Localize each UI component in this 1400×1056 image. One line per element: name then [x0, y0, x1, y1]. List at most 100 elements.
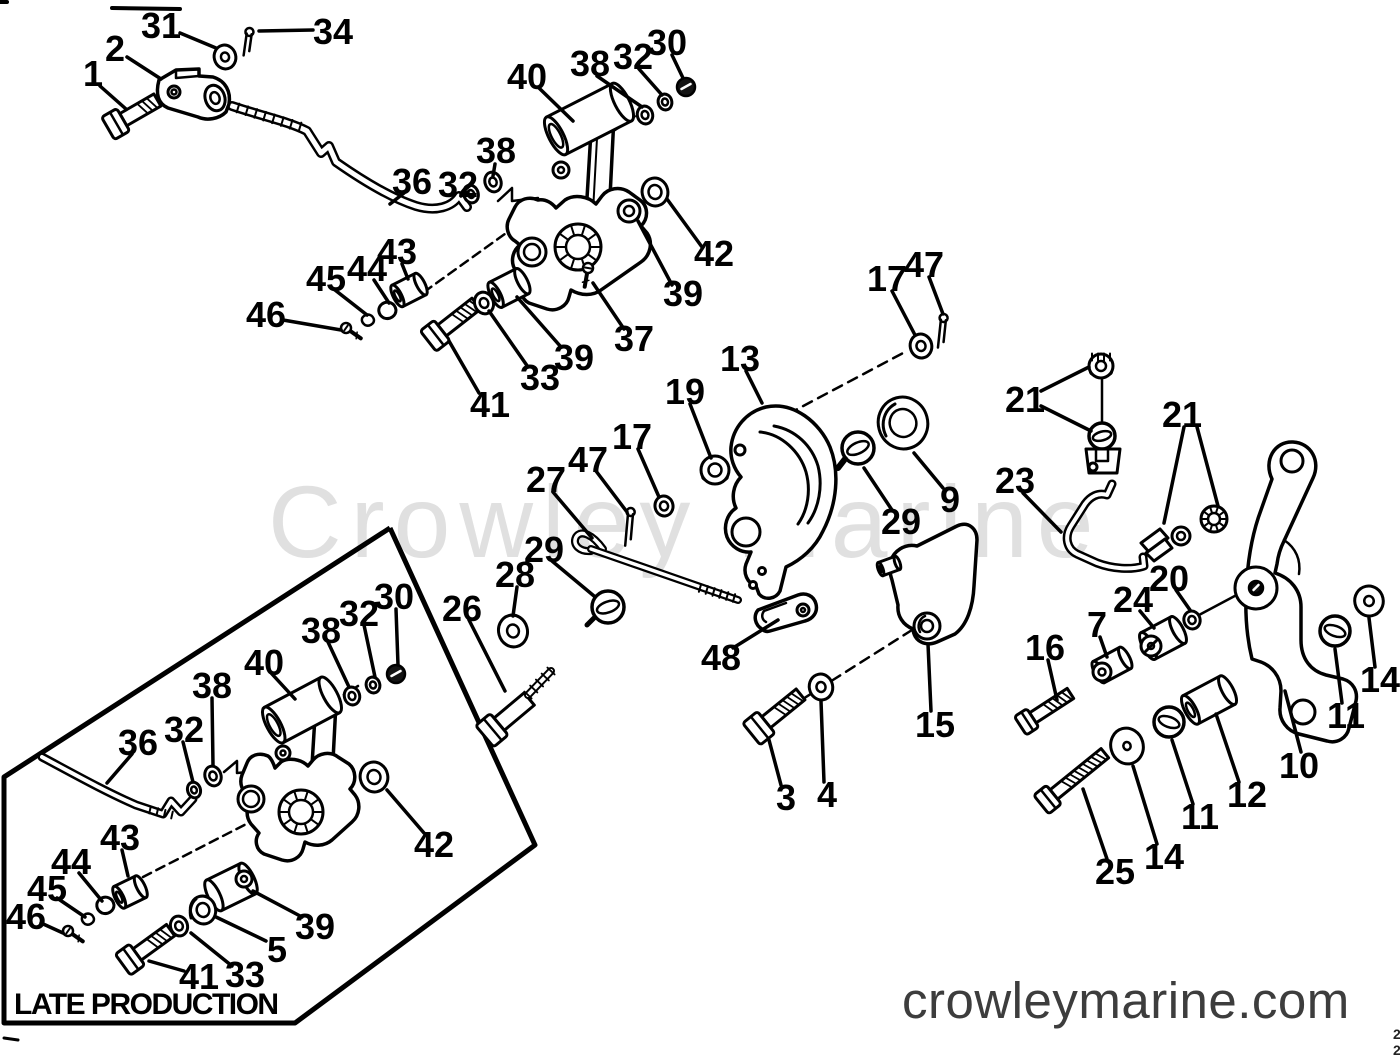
part-label-48: 48	[701, 618, 780, 678]
leader-line	[120, 848, 130, 878]
leader-line	[1138, 609, 1156, 630]
part-label-34: 34	[257, 11, 353, 52]
part-label-13: 13	[720, 338, 764, 405]
bracket-15	[887, 522, 979, 646]
part-label-28: 28	[495, 554, 535, 618]
washer-33	[168, 914, 190, 938]
part-number-4: 4	[817, 774, 837, 815]
hub-center	[1249, 581, 1263, 595]
ball-joint-29	[840, 430, 876, 466]
part-number-2: 2	[105, 28, 125, 69]
splined-bore	[277, 788, 325, 836]
part-label-7: 7	[1087, 604, 1109, 659]
leader-line	[77, 871, 104, 903]
part-label-27: 27	[526, 459, 594, 540]
leader-line	[594, 469, 629, 514]
block-bore	[203, 83, 227, 113]
bushing-face	[234, 869, 254, 889]
part-label-26: 26	[442, 588, 507, 693]
part-label-20: 20	[1149, 558, 1192, 612]
part-number-42: 42	[694, 233, 734, 274]
washer-38	[635, 104, 655, 126]
part-label-3: 3	[767, 738, 796, 818]
bolt-41-late	[114, 922, 177, 976]
locknut-11	[1152, 705, 1186, 739]
part-number-32: 32	[164, 709, 204, 750]
bracket-stud	[875, 554, 903, 578]
leader-line	[1214, 712, 1241, 784]
leader-line	[491, 162, 497, 178]
part-label-36: 36	[388, 161, 432, 206]
part-number-1: 1	[83, 53, 103, 94]
part-label-10: 10	[1279, 689, 1319, 786]
part-label-47: 47	[568, 439, 629, 514]
part-label-2: 2	[105, 28, 163, 81]
leader-line	[537, 86, 575, 123]
top-left-mark	[110, 6, 182, 11]
part-label-12: 12	[1214, 712, 1267, 815]
part-label-37: 37	[591, 281, 654, 359]
leader-line	[744, 369, 764, 405]
part-number-15: 15	[915, 704, 955, 745]
part-label-43: 43	[377, 231, 417, 281]
block-hole	[166, 84, 182, 100]
leader-line	[1021, 491, 1063, 534]
cotter-pin-47	[623, 506, 636, 547]
part-number-48: 48	[701, 637, 741, 678]
cylinder-40-late	[261, 675, 343, 745]
part-label-17: 17	[612, 416, 661, 499]
leader-line	[326, 640, 351, 689]
grommet-arc	[917, 614, 927, 634]
leader-line	[98, 84, 128, 111]
part-number-38: 38	[570, 43, 610, 84]
part-number-14: 14	[1144, 836, 1184, 877]
washer-38	[483, 170, 503, 194]
part-number-5: 5	[267, 929, 287, 970]
leader-line	[767, 738, 783, 787]
part-number-14: 14	[1360, 659, 1400, 700]
part-label-32: 32	[164, 709, 204, 784]
clevis-hole	[1087, 461, 1099, 473]
nut-30	[385, 663, 407, 685]
cam-notch	[733, 443, 747, 457]
leader-line	[270, 672, 297, 701]
part-label-24: 24	[1113, 579, 1156, 630]
leader-line	[591, 281, 626, 331]
ball-stem	[835, 456, 848, 471]
part-label-45: 45	[306, 258, 369, 317]
site-url-text: crowleymarine.com	[902, 972, 1350, 1029]
part-label-40: 40	[244, 642, 297, 701]
leader-line	[257, 28, 315, 33]
part-label-21: 21	[1162, 394, 1220, 525]
cam-13	[723, 404, 838, 600]
part-label-33: 33	[487, 309, 560, 398]
terminal-barrel	[1170, 525, 1192, 547]
leader-line	[688, 402, 713, 460]
leader-line	[125, 55, 163, 81]
knurled-nut-21	[1199, 504, 1229, 534]
rod-23	[1062, 479, 1149, 573]
part-number-43: 43	[377, 231, 417, 272]
part-label-11: 11	[1327, 647, 1365, 736]
part-label-30: 30	[374, 576, 414, 667]
cone-44	[377, 300, 398, 320]
part-label-15: 15	[915, 642, 955, 745]
part-number-39: 39	[554, 337, 594, 378]
retainer-arc	[881, 402, 897, 438]
washer-20	[1182, 609, 1202, 631]
part-number-17: 17	[867, 258, 907, 299]
locknut-21	[1087, 352, 1115, 380]
leader-line	[926, 642, 933, 713]
leader-line	[1039, 404, 1093, 433]
part-number-31: 31	[141, 5, 181, 46]
part-number-25: 25	[1095, 851, 1135, 892]
bushing-39	[616, 198, 642, 224]
bushing-12	[1179, 674, 1239, 726]
bolt-16	[1014, 686, 1076, 736]
washer-42	[640, 176, 670, 208]
part-label-5: 5	[214, 915, 287, 970]
part-label-17: 17	[867, 258, 917, 337]
bottom-left-dash	[2, 1036, 20, 1042]
part-number-37: 37	[614, 318, 654, 359]
screw-46	[339, 321, 363, 341]
